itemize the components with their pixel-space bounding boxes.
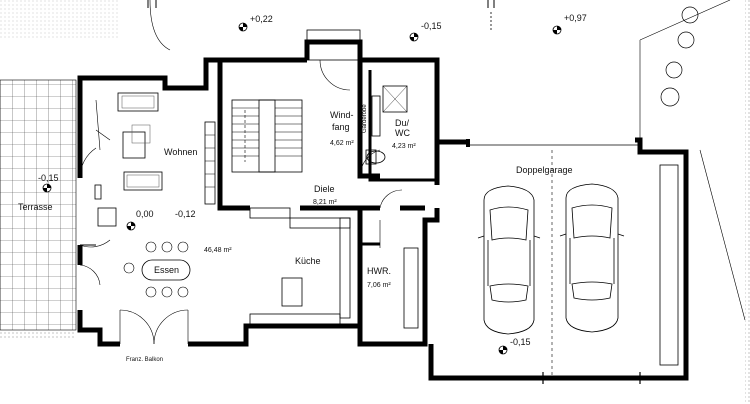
- car-right: [559, 183, 625, 333]
- wc-wall: [368, 70, 437, 182]
- elevation-marker-garage: [498, 345, 508, 355]
- wardrobe-column: [204, 121, 216, 205]
- elevation-marker-terrace: [42, 183, 52, 193]
- window-post: [94, 184, 102, 200]
- coffee-table: [122, 124, 151, 159]
- kueche-label: Küche: [295, 256, 321, 266]
- elevation-terrace: -0,15: [38, 173, 59, 183]
- fireplace: [97, 207, 117, 227]
- sofa-top: [117, 92, 159, 112]
- garage: [428, 137, 689, 384]
- windfang-label-2: fang: [332, 122, 350, 132]
- wohnen-label: Wohnen: [164, 147, 197, 157]
- elevation-top-left: +0,22: [250, 14, 273, 24]
- terrace-edge: [0, 330, 76, 338]
- terrace-tiles: [0, 79, 77, 331]
- garderobe-label: Garderobe: [362, 104, 368, 133]
- site-curve: [149, 0, 171, 51]
- garage-label: Doppelgarage: [516, 165, 573, 175]
- car-left: [477, 185, 541, 335]
- staircase: [231, 99, 303, 173]
- windfang-area: 4,62 m²: [330, 140, 354, 147]
- trees: [660, 6, 699, 107]
- du-wc-label-1: Du/: [395, 118, 410, 128]
- elevation-living-a: 0,00: [136, 209, 154, 219]
- shower: [382, 85, 408, 113]
- kitchen-counters: [249, 207, 351, 327]
- hwr-area: 7,06 m²: [367, 282, 391, 289]
- elevation-living-b: -0,12: [175, 209, 196, 219]
- windfang-label-1: Wind-: [330, 110, 354, 120]
- elevation-top-right: +0,97: [564, 13, 587, 23]
- diele-label: Diele: [314, 184, 335, 194]
- site-boundary-right: [639, 0, 746, 321]
- du-wc-label-2: WC: [395, 128, 410, 138]
- north-arrow-right: [487, 0, 495, 30]
- elevation-marker-top-mid: [409, 32, 419, 42]
- garderobe-rack: [371, 95, 381, 137]
- elevation-marker-top-right: [552, 25, 562, 35]
- entrance-canopy: [306, 29, 361, 61]
- dining-table: [123, 241, 191, 298]
- diele-area: 8,21 m²: [313, 199, 337, 206]
- french-balcony-doors: [119, 309, 189, 345]
- elevation-marker-living: [126, 221, 136, 231]
- exterior-walls: [77, 39, 440, 347]
- essen-label: Essen: [154, 265, 179, 275]
- elevation-garage: -0,15: [510, 337, 531, 347]
- hwr-cabinet: [403, 247, 419, 329]
- terrace-label: Terrasse: [18, 202, 53, 212]
- elevation-marker-top-left: [238, 22, 248, 32]
- terrace-doors: [79, 147, 111, 286]
- living-area: 46,48 m²: [204, 247, 232, 254]
- balkon-label: Franz. Balkon: [126, 357, 163, 363]
- elevation-top-mid: -0,15: [421, 21, 442, 31]
- hwr-label: HWR.: [367, 266, 391, 276]
- north-arrow-left: [147, 0, 157, 8]
- living-windows: [95, 99, 111, 151]
- sofa-bottom: [123, 171, 163, 191]
- du-wc-area: 4,23 m²: [392, 143, 416, 150]
